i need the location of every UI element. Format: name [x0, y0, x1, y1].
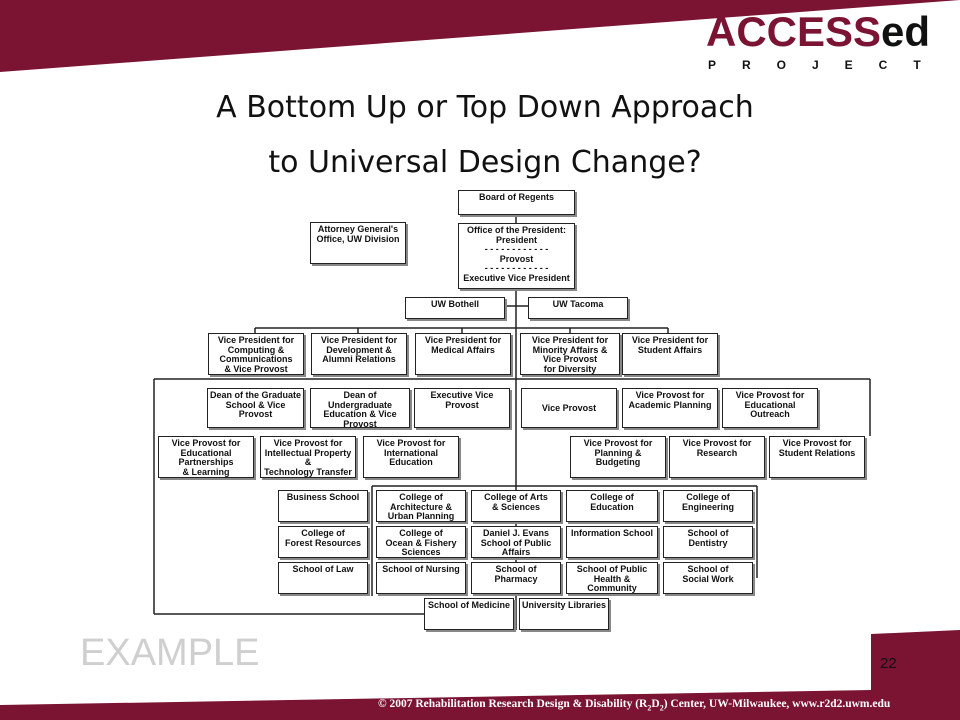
org-box-school-of-law: School of Law [278, 562, 368, 594]
org-box-vp-planning-budgeting: Vice Provost for Planning & Budgeting [570, 436, 666, 478]
bottom-band [0, 630, 960, 720]
org-box-attorney-general: Attorney General's Office, UW Division [310, 222, 406, 264]
org-box-school-of-social-work: School of Social Work [663, 562, 753, 594]
footer-subscript-2: 2 [659, 703, 664, 713]
logo-ed-text: ed [881, 8, 931, 55]
org-box-executive-vice-provost: Executive Vice Provost [414, 388, 510, 428]
slide-title-line2: to Universal Design Change? [268, 145, 702, 180]
org-box-vp-educational-partnerships: Vice Provost for Educational Partnership… [158, 436, 254, 478]
org-box-vp-computing: Vice President for Computing & Communica… [208, 333, 304, 375]
org-box-information-school: Information School [566, 526, 658, 558]
org-box-vp-educational-outreach: Vice Provost for Educational Outreach [722, 388, 818, 428]
example-watermark: EXAMPLE [80, 632, 260, 674]
org-box-vp-academic-planning: Vice Provost for Academic Planning [622, 388, 718, 428]
logo-access-text: ACCESS [706, 8, 882, 55]
logo-wordmark: ACCESSed [706, 8, 930, 56]
org-box-forest-resources: College of Forest Resources [278, 526, 368, 558]
org-box-vp-international-education: Vice Provost for International Education [363, 436, 459, 478]
org-box-business-school: Business School [278, 490, 368, 522]
org-box-school-of-medicine: School of Medicine [424, 598, 514, 630]
footer-copyright: © 2007 Rehabilitation Research Design & … [378, 698, 890, 712]
page-number: 22 [880, 655, 897, 672]
org-box-vp-intellectual-property: Vice Provost for Intellectual Property &… [260, 436, 356, 478]
org-box-arts-sciences: College of Arts & Sciences [471, 490, 561, 522]
footer-text-post: ) Center, UW-Milwaukee, www.r2d2.uwm.edu [663, 698, 891, 710]
footer-text-mid: D [651, 698, 660, 710]
org-box-college-of-engineering: College of Engineering [663, 490, 753, 522]
org-box-vp-medical-affairs: Vice President for Medical Affairs [415, 333, 511, 375]
top-band [0, 0, 960, 72]
org-box-vp-minority-affairs: Vice President for Minority Affairs & Vi… [520, 333, 620, 375]
org-box-office-of-president: Office of the President: President - - -… [458, 223, 575, 289]
org-box-uw-bothell: UW Bothell [405, 297, 505, 319]
slide-title-line1: A Bottom Up or Top Down Approach [216, 90, 754, 125]
org-box-school-of-dentistry: School of Dentistry [663, 526, 753, 558]
org-box-university-libraries: University Libraries [519, 598, 609, 630]
org-box-uw-tacoma: UW Tacoma [528, 297, 628, 319]
org-box-vice-provost: Vice Provost [521, 388, 617, 428]
org-box-public-health: School of Public Health & Community Medi… [566, 562, 658, 594]
org-box-vp-development: Vice President for Development & Alumni … [311, 333, 407, 375]
org-box-school-of-nursing: School of Nursing [376, 562, 466, 594]
org-box-board-of-regents: Board of Regents [458, 190, 575, 215]
org-box-school-of-pharmacy: School of Pharmacy [471, 562, 561, 594]
org-box-vp-research: Vice Provost for Research [669, 436, 765, 478]
footer-text-pre: © 2007 Rehabilitation Research Design & … [378, 698, 648, 710]
org-box-architecture: College of Architecture & Urban Planning [376, 490, 466, 522]
footer-subscript-1: 2 [647, 703, 652, 713]
org-box-vp-student-affairs: Vice President for Student Affairs [622, 333, 718, 375]
org-box-dean-graduate: Dean of the Graduate School & Vice Provo… [207, 388, 304, 428]
org-box-dean-undergraduate: Dean of Undergraduate Education & Vice P… [310, 388, 410, 428]
top-band-wedge [560, 0, 700, 10]
org-box-college-of-education: College of Education [566, 490, 658, 522]
org-box-ocean-fishery: College of Ocean & Fishery Sciences [376, 526, 466, 558]
org-box-vp-student-relations: Vice Provost for Student Relations [769, 436, 865, 478]
org-box-evans-school: Daniel J. Evans School of Public Affairs [471, 526, 561, 558]
logo-subtitle: PROJECT [708, 58, 947, 72]
